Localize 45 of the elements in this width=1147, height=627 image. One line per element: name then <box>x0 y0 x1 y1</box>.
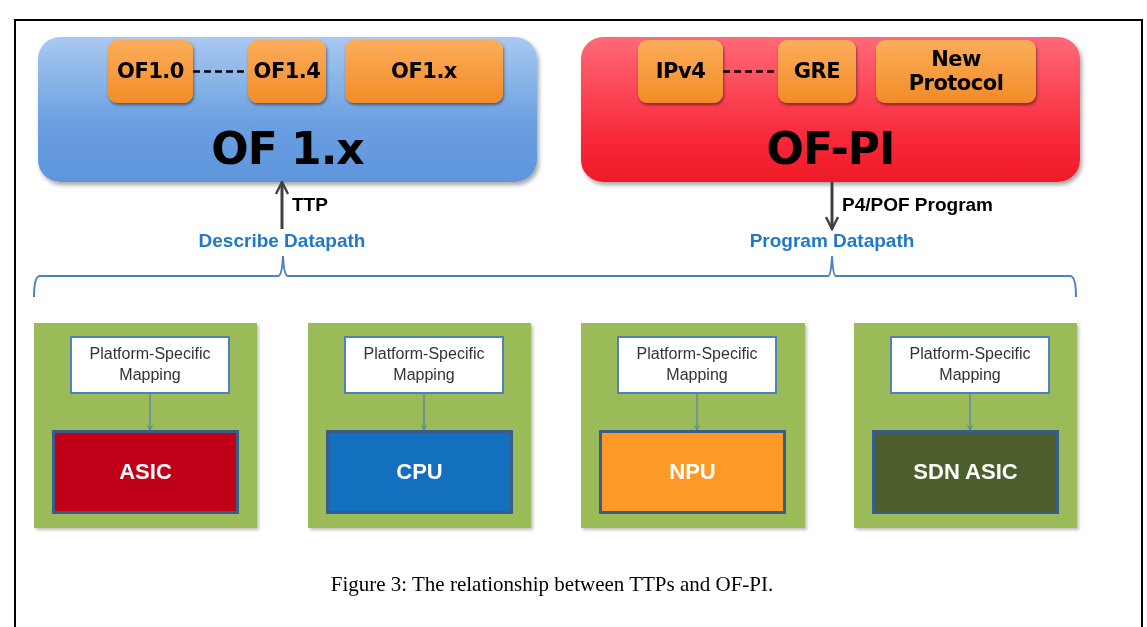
hardware-label: SDN ASIC <box>913 459 1018 485</box>
arrow <box>421 393 427 431</box>
protocol-box <box>638 40 723 103</box>
protocol-label: IPv4 <box>655 59 706 84</box>
hardware-box <box>52 430 239 514</box>
datapath-label: Program Datapath <box>749 230 915 252</box>
mapping-box <box>70 336 230 394</box>
platform-panel <box>308 323 531 528</box>
mapping-label: Platform-Specific Mapping <box>635 344 759 385</box>
datapath-label: Describe Datapath <box>198 230 366 252</box>
platform-panel <box>581 323 805 528</box>
hardware-label: CPU <box>396 459 443 485</box>
mapping-box <box>344 336 504 394</box>
hardware-label: ASIC <box>119 459 172 485</box>
mapping-label: Platform-Specific Mapping <box>362 344 486 385</box>
protocol-box <box>876 40 1036 103</box>
mapping-label: Platform-Specific Mapping <box>88 344 212 385</box>
group-box <box>581 37 1080 182</box>
group-title: OF-PI <box>766 123 895 174</box>
protocol-label: OF1.4 <box>253 59 321 84</box>
figure-caption: Figure 3: The relationship between TTPs and OF-PI. <box>329 572 775 597</box>
arrow <box>274 180 290 229</box>
group-box <box>38 37 537 182</box>
mapping-box <box>890 336 1050 394</box>
protocol-box <box>108 40 193 103</box>
platform-panel <box>854 323 1077 528</box>
hardware-box <box>872 430 1059 514</box>
protocol-box <box>248 40 326 103</box>
mapping-label: Platform-Specific Mapping <box>908 344 1032 385</box>
hardware-box <box>599 430 786 514</box>
platform-panel <box>34 323 257 528</box>
protocol-label: OF1.0 <box>117 59 184 84</box>
protocol-label: OF1.x <box>391 59 457 84</box>
protocol-box <box>345 40 503 103</box>
arrow <box>694 393 700 431</box>
arrow <box>147 393 153 431</box>
protocol-label: GRE <box>793 59 841 84</box>
arrow <box>967 393 973 431</box>
arrow <box>824 182 840 231</box>
protocol-box <box>778 40 856 103</box>
mapping-box <box>617 336 777 394</box>
protocol-label: New Protocol <box>907 48 1005 95</box>
hardware-box <box>326 430 513 514</box>
group-title: OF 1.x <box>211 123 364 174</box>
hardware-label: NPU <box>669 459 716 485</box>
